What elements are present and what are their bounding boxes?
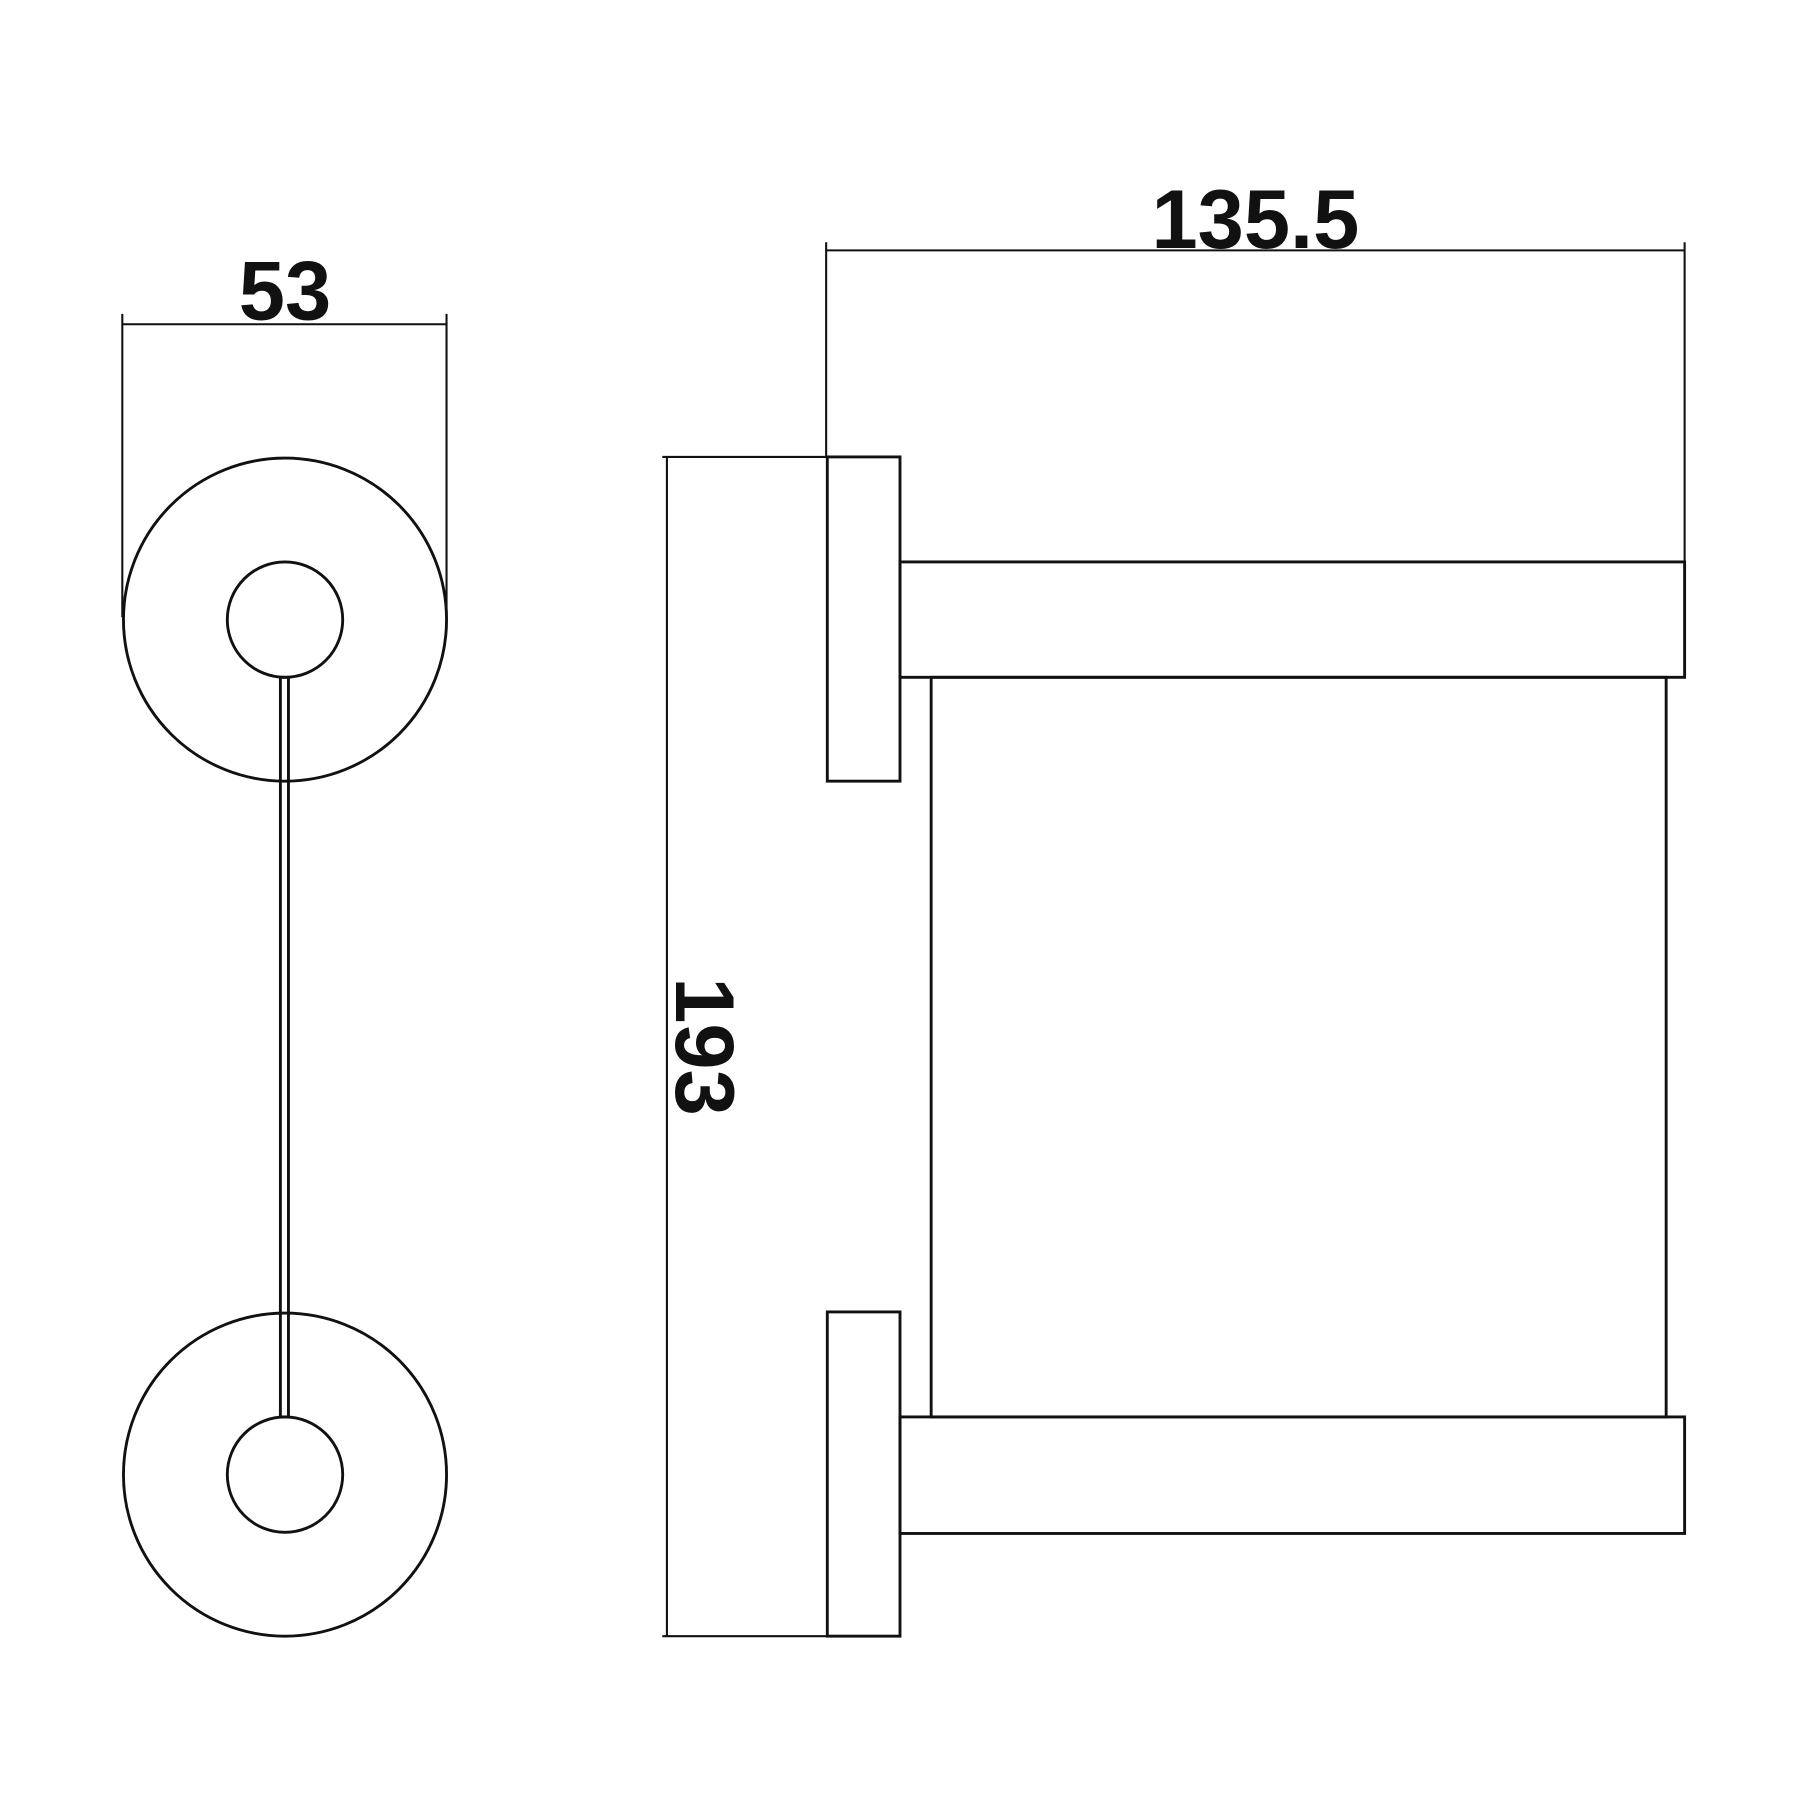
top-mount-post xyxy=(225,560,345,679)
bottom-mount-post xyxy=(225,1415,345,1534)
bottom-bar xyxy=(898,1415,1687,1535)
glass-edge xyxy=(278,675,290,1419)
depth-dimension: 135.5 xyxy=(825,173,1686,562)
height-dimension: 193 xyxy=(658,455,828,1638)
top-bar xyxy=(898,560,1687,679)
width-label: 53 xyxy=(239,245,331,338)
front-view xyxy=(122,456,448,1638)
top-wall-plate xyxy=(825,455,902,783)
side-view xyxy=(825,455,1687,1638)
top-mount-plate xyxy=(122,456,448,783)
bottom-wall-plate xyxy=(825,1310,902,1638)
bottom-mount-plate xyxy=(122,1311,448,1638)
depth-label: 135.5 xyxy=(1151,173,1359,266)
glass-panel xyxy=(929,675,1668,1419)
height-label: 193 xyxy=(658,977,751,1116)
width-dimension: 53 xyxy=(121,245,448,618)
